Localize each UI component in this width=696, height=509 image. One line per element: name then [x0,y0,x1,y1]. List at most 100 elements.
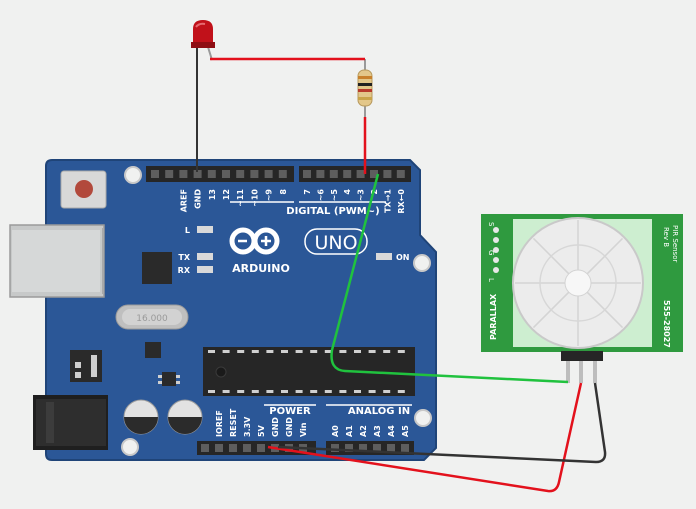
digital-pin-label: ~3 [357,189,366,201]
header-hole[interactable] [303,170,311,178]
header-hole[interactable] [370,170,378,178]
digital-pin-label: AREF [179,189,188,212]
capacitor [123,399,159,435]
pir-pin[interactable] [593,361,597,383]
chip-pin [295,350,303,353]
digital-pin-label: 7 [303,189,312,195]
header-hole[interactable] [229,444,237,452]
header-hole[interactable] [201,444,209,452]
mounting-hole [413,254,431,272]
crystal-oscillator: 16.000 [115,304,189,330]
analog-pin-label: A3 [373,425,382,437]
header-hole[interactable] [356,170,365,178]
jumper-pad [493,247,499,253]
header-hole[interactable] [316,170,325,178]
svg-text:ON: ON [396,253,410,262]
header-hole[interactable] [151,170,159,178]
chip-pin [324,350,332,353]
chip-pin [237,350,245,353]
crystal-label: 16.000 [136,314,168,324]
digital-pin-label: TX→1 [383,189,392,213]
header-hole[interactable] [401,444,409,452]
arduino-board[interactable]: 16.000 [9,159,437,461]
header-hole[interactable] [383,170,392,178]
header-hole[interactable] [243,444,251,452]
chip-pin [339,350,347,353]
header-hole[interactable] [396,170,405,178]
chip-pin [354,390,361,393]
usb-chip [142,252,172,284]
wire-sensor-signal-to-pin2 [330,173,569,384]
digital-pin-label: 13 [208,189,217,200]
digital-pin-label: RX←0 [397,189,406,214]
digital-pin-label: GND [194,189,203,209]
pir-title-label: PIR Sensor [671,225,679,262]
power-pin-label: RESET [229,408,238,437]
chip-pin [281,390,288,393]
chip-pin [310,390,318,393]
chip-pin [368,390,376,393]
dc-power-jack [33,395,108,450]
pir-part-number: 555-28027 [662,300,671,348]
header-hole[interactable] [331,444,339,452]
jumper-pad [493,257,499,263]
digital-pin-label: ~10 [250,189,259,207]
header-hole[interactable] [359,444,367,452]
red-led[interactable] [191,20,215,172]
header-hole[interactable] [387,444,395,452]
header-hole[interactable] [373,444,381,452]
analog-pin-label: A0 [331,425,340,437]
chip-pin [208,350,215,353]
header-hole[interactable] [250,170,259,178]
header-hole[interactable] [179,170,188,178]
header-hole[interactable] [345,444,353,452]
voltage-regulator [70,350,102,382]
header-hole[interactable] [257,444,265,452]
pir-sensor[interactable]: SGL PARALLAX PIR Sensor Rev B 555-28027 [481,214,683,383]
pir-pin-label: S [487,222,495,227]
jumper-pad [493,267,499,273]
jumper-pad [493,227,499,233]
header-hole[interactable] [215,444,223,452]
chip-pin [237,390,245,393]
small-chip [145,342,161,358]
usb-connector [9,224,105,298]
arduino-brand-text: ARDUINO [232,262,290,275]
analog-pin-label: A1 [345,425,354,437]
chip-pin [295,390,303,393]
svg-text:TX: TX [178,253,190,262]
header-hole[interactable] [222,170,230,178]
resistor[interactable] [357,59,373,118]
digital-pin-label: ~5 [330,189,339,202]
pir-connector-housing [561,351,603,361]
header-hole[interactable] [165,170,174,178]
lens-ring [539,244,617,322]
power-pin-label: GND [271,417,280,437]
header-hole[interactable] [264,170,273,178]
digital-pin-label: ~11 [236,189,245,207]
chip-pin [324,390,332,393]
header-hole[interactable] [329,170,338,178]
mounting-hole [124,166,142,184]
power-header-label: POWER [269,406,311,417]
wire-sensor-vcc-to-5v [267,382,583,493]
reset-button[interactable] [60,170,107,209]
digital-pin-label: ~6 [316,189,325,202]
pir-pin-label: L [487,278,495,282]
header-hole[interactable] [343,170,352,178]
header-hole[interactable] [236,170,245,178]
header-hole[interactable] [207,170,216,178]
header-hole[interactable] [193,170,202,178]
digital-header-label: DIGITAL (PWM~) [286,206,379,217]
led-indicator-on: ON [376,253,410,262]
pir-pin[interactable] [566,361,570,383]
chip-pin [266,350,274,353]
header-hole[interactable] [278,170,287,178]
chip-pin [383,350,391,353]
chip-pin [397,390,405,393]
pir-lens-center [564,269,592,297]
digital-header-right [299,166,411,182]
chip-pin [251,350,259,353]
pir-pin[interactable] [579,361,583,383]
analog-header-label: ANALOG IN [348,406,410,417]
